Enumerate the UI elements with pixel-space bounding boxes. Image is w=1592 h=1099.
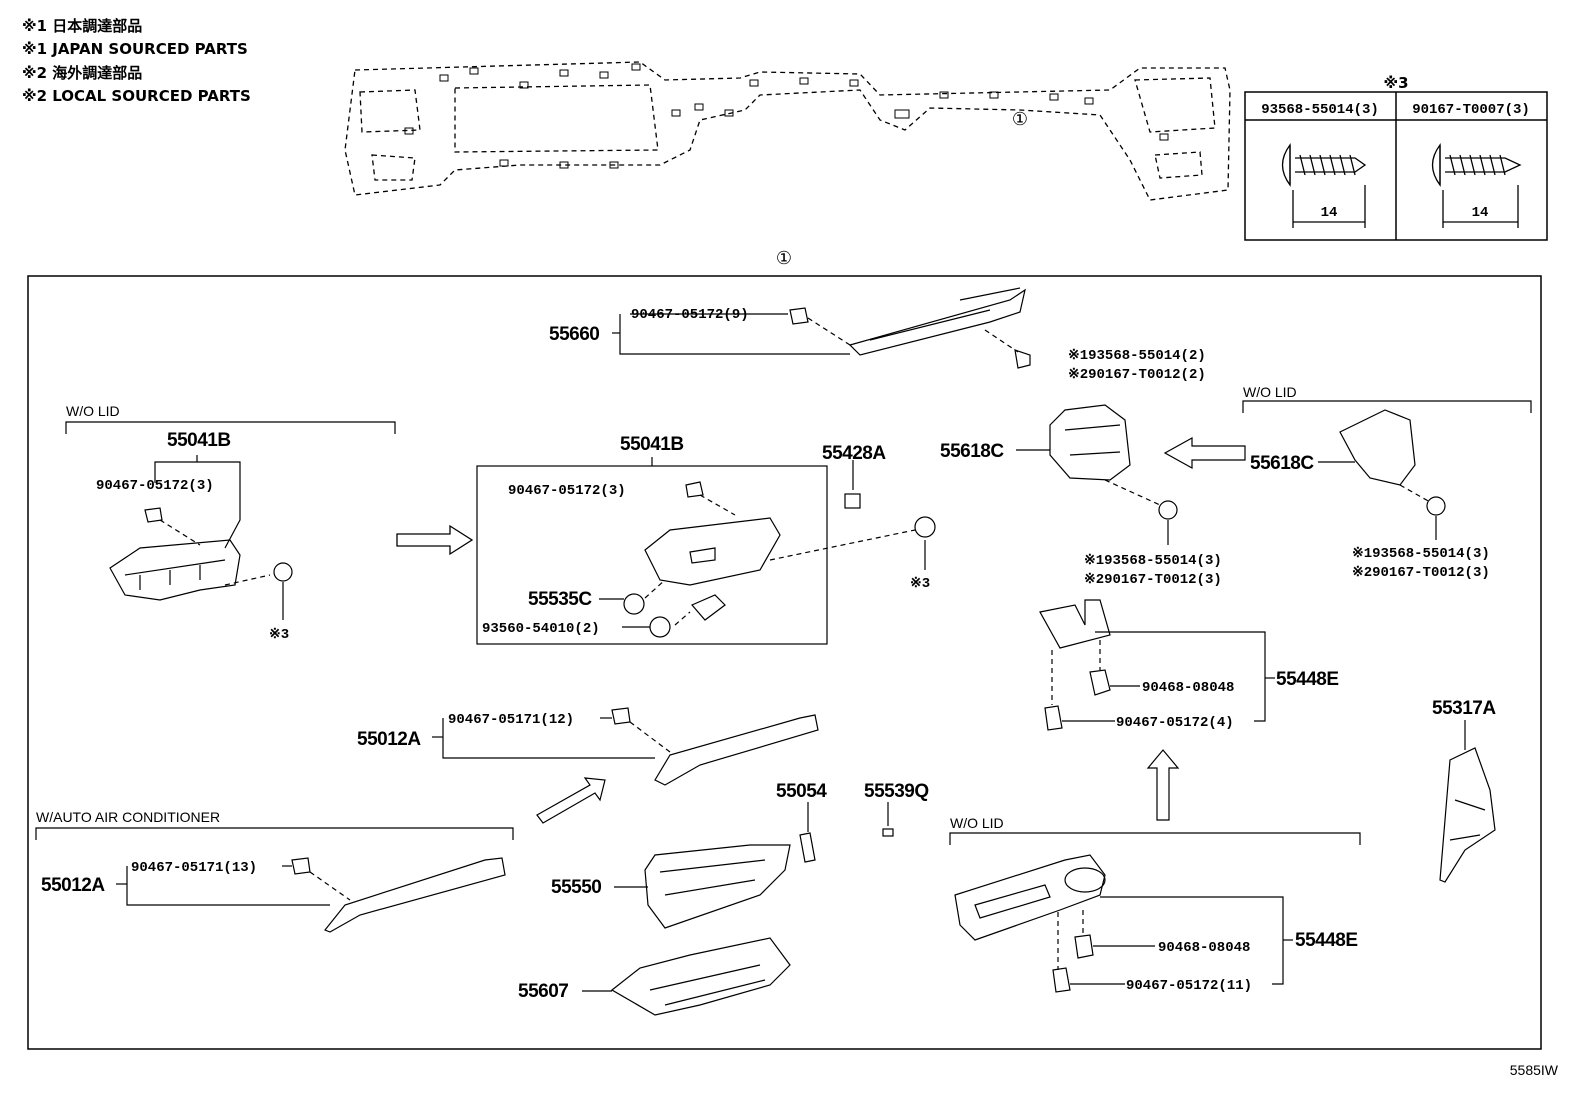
figure-id: 5585IW xyxy=(1510,1062,1559,1078)
screw-detail-box: ※3 93568-55014(3) 90167-T0007(3) 14 14 xyxy=(1244,74,1548,241)
label-55618c-mid: 55618C xyxy=(940,441,1004,462)
part-55539q xyxy=(882,802,894,837)
label-55041b-left: 55041B xyxy=(167,430,231,451)
part-55607 xyxy=(582,937,791,1016)
label-55012a-left-clip: 90467-05171(13) xyxy=(131,860,257,876)
instrument-panel-outline xyxy=(344,61,1231,201)
label-55448e-top-c1: 90468-08048 xyxy=(1142,680,1234,696)
label-55317a: 55317A xyxy=(1432,698,1496,719)
label-55041b-mid: 55041B xyxy=(620,434,684,455)
part-55448e-top xyxy=(1039,599,1275,821)
label-55012a-mid-clip: 90467-05171(12) xyxy=(448,712,574,728)
note-line-4: ※2 LOCAL SOURCED PARTS xyxy=(22,87,251,105)
sourcing-notes: ※1 日本調達部品 ※1 JAPAN SOURCED PARTS ※2 海外調達… xyxy=(22,17,251,105)
section-wo-lid-right xyxy=(1242,400,1532,540)
label-55618c-right-screw2: ※290167-T0012(3) xyxy=(1352,565,1490,581)
screw-box-mark: ※3 xyxy=(1383,74,1408,92)
label-wo-lid-left: W/O LID xyxy=(66,403,120,419)
screw-left-pn: 93568-55014(3) xyxy=(1261,102,1379,118)
note-line-2: ※1 JAPAN SOURCED PARTS xyxy=(22,40,248,58)
part-55550 xyxy=(614,844,791,929)
screw-left-icon xyxy=(1281,143,1367,228)
label-55428a: 55428A xyxy=(822,443,886,464)
screw-left-length: 14 xyxy=(1321,205,1338,221)
part-55618c-mid xyxy=(1016,404,1246,545)
label-55448e-top: 55448E xyxy=(1276,669,1339,690)
label-55535c: 55535C xyxy=(528,589,592,610)
label-55448e-bot-c1: 90468-08048 xyxy=(1158,940,1250,956)
screw-right-pn: 90167-T0007(3) xyxy=(1412,102,1530,118)
screw-right-icon xyxy=(1431,143,1522,228)
part-55012a-mid xyxy=(432,707,819,824)
screw-right-length: 14 xyxy=(1472,205,1489,221)
part-55317a xyxy=(1439,720,1496,883)
arrow-right-icon xyxy=(396,524,474,556)
note-line-1: ※1 日本調達部品 xyxy=(22,17,142,35)
label-wo-lid-right-top: W/O LID xyxy=(1243,384,1297,400)
label-55660: 55660 xyxy=(549,324,599,345)
label-55618c-right-screw1: ※193568-55014(3) xyxy=(1352,546,1490,562)
label-wo-lid-bottom: W/O LID xyxy=(950,815,1004,831)
ref-marker-main: ① xyxy=(776,248,792,269)
label-55618c-mid-screw1: ※193568-55014(3) xyxy=(1084,553,1222,569)
label-55041b-left-clip: 90467-05172(3) xyxy=(96,478,214,494)
ref-marker-top: ① xyxy=(1012,109,1028,130)
label-55054: 55054 xyxy=(776,781,827,802)
label-55618c-right: 55618C xyxy=(1250,453,1314,474)
label-55607: 55607 xyxy=(518,981,568,1002)
label-55448e-bot-c2: 90467-05172(11) xyxy=(1126,978,1252,994)
section-wo-lid-bottom xyxy=(949,832,1361,993)
label-55539q: 55539Q xyxy=(864,781,929,802)
label-55660-screw1: ※193568-55014(2) xyxy=(1068,348,1206,364)
section-55041b-mid xyxy=(476,457,936,645)
label-55618c-mid-screw2: ※290167-T0012(3) xyxy=(1084,572,1222,588)
section-auto-ac xyxy=(35,827,514,933)
assembly-frame xyxy=(27,275,1542,1050)
label-93560: 93560-54010(2) xyxy=(482,621,600,637)
label-55448e-bot: 55448E xyxy=(1295,930,1358,951)
section-wo-lid-left xyxy=(65,421,396,620)
part-55428a xyxy=(844,460,861,509)
label-55660-screw2: ※290167-T0012(2) xyxy=(1068,367,1206,383)
label-mark3-left: ※3 xyxy=(269,627,289,643)
label-55012a-mid: 55012A xyxy=(357,729,421,750)
label-auto-ac: W/AUTO AIR CONDITIONER xyxy=(36,809,220,825)
note-line-3: ※2 海外調達部品 xyxy=(22,64,142,82)
label-55660-clip: 90467-05172(9) xyxy=(631,307,749,323)
label-55012a-left: 55012A xyxy=(41,875,105,896)
label-55550: 55550 xyxy=(551,877,601,898)
label-55041b-mid-clip: 90467-05172(3) xyxy=(508,483,626,499)
label-mark3-mid: ※3 xyxy=(910,576,930,592)
part-55054 xyxy=(799,802,816,863)
label-55448e-top-c2: 90467-05172(4) xyxy=(1116,715,1234,731)
part-55660 xyxy=(612,287,1031,369)
